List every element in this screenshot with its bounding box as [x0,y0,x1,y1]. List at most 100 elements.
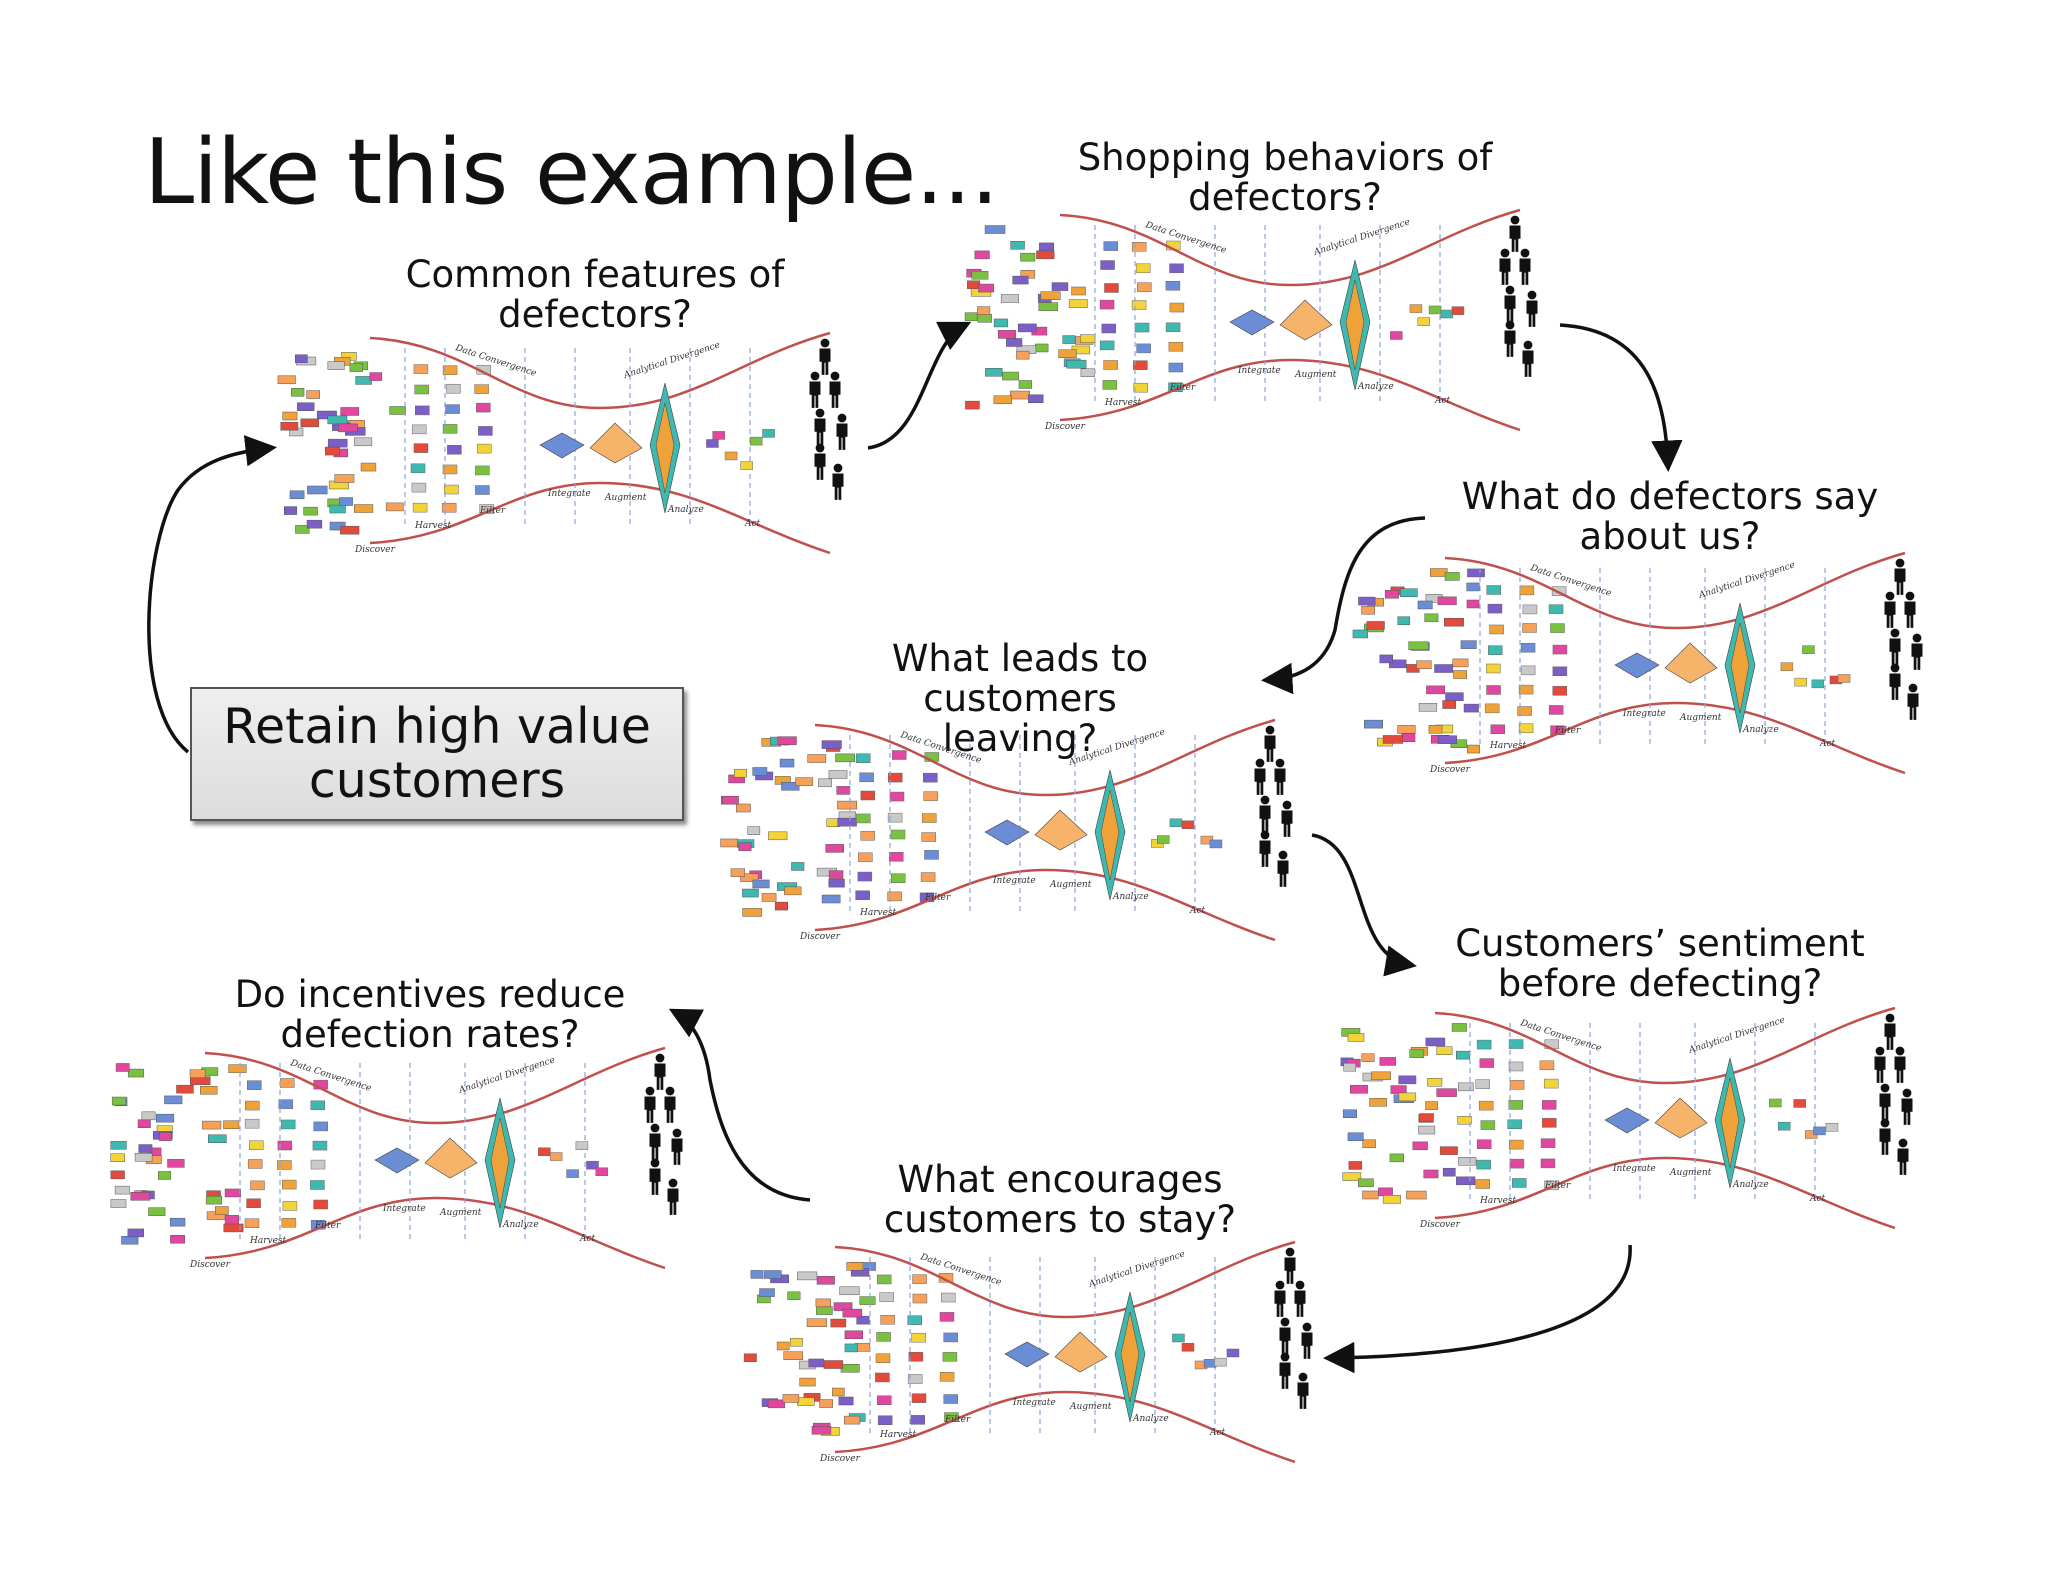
data-block [1548,604,1564,614]
data-block [1379,654,1394,664]
data-block [280,421,299,431]
data-block [1017,323,1037,333]
data-block [1418,1125,1436,1135]
label-harvest: Harvest [879,1430,917,1440]
question-encourages-stay: What encourages customers to stay? [883,1158,1237,1241]
data-block [1010,241,1025,250]
act-block [1181,1343,1195,1352]
data-block [1458,1157,1477,1166]
data-block [281,1217,297,1228]
data-block [774,901,789,911]
label-integrate: Integrate [1237,366,1281,376]
question-customers-leaving: What leads to customers leaving? [891,637,1149,760]
data-block [880,1314,895,1325]
arrow-3-to-4 [1261,516,1426,695]
data-block [170,1234,186,1244]
act-block [1837,674,1851,683]
data-block [277,1140,293,1151]
data-block [821,740,842,749]
data-block [1484,703,1500,714]
data-block [857,871,873,882]
data-block [974,250,990,260]
data-block [875,1353,891,1363]
data-block [859,1296,876,1305]
integrated-cube [539,432,585,459]
data-block [777,736,797,745]
data-block [835,753,855,763]
label-act: Act [1809,1194,1826,1204]
data-block [442,424,458,434]
data-block [856,813,871,824]
data-block [1437,596,1457,606]
data-block [781,782,800,791]
data-block [1036,250,1055,260]
data-block [1358,596,1376,606]
label-discover: Discover [354,545,396,555]
label-augment: Augment [439,1208,482,1218]
augment-pyramid [1279,299,1333,341]
data-block [907,1374,923,1384]
data-block [1358,1178,1374,1188]
data-block [248,1140,264,1151]
label-discover: Discover [1419,1220,1461,1230]
integrated-cube [1604,1107,1650,1134]
funnel-bottom-edge [1444,701,1906,775]
funnel-bottom-edge [834,1390,1296,1464]
funnel-bottom-edge [1434,1156,1896,1230]
act-block [1813,1126,1826,1136]
data-block [1475,1079,1490,1089]
label-act: Act [1209,1428,1226,1438]
data-block [1165,322,1181,333]
data-block [1406,1190,1427,1200]
data-block [736,803,751,813]
data-block [411,424,427,435]
data-block [1102,380,1118,390]
data-block [476,402,491,413]
data-block [289,490,305,500]
data-block [340,525,360,535]
data-block [1480,1120,1496,1130]
data-block [1137,282,1152,292]
data-block [1051,282,1069,291]
data-block [1006,338,1023,347]
act-block [1811,679,1825,689]
act-block [1802,645,1815,654]
data-block [1347,1033,1365,1042]
data-block [943,1332,958,1343]
data-block [250,1180,265,1191]
label-integrate: Integrate [547,489,591,499]
act-block [1793,1099,1806,1108]
data-block [761,893,777,902]
data-block [912,1274,927,1284]
data-block [1040,291,1061,300]
data-block [924,850,939,860]
data-block [1361,605,1375,615]
data-block [1398,1092,1417,1102]
data-block [939,1372,955,1382]
data-block [223,1223,244,1233]
data-block [385,502,404,512]
label-augment: Augment [1679,713,1722,723]
data-block [742,908,763,917]
data-block [316,410,337,420]
data-block [795,777,814,786]
data-block [340,407,360,416]
data-block [306,519,323,529]
augment-pyramid [1034,809,1088,851]
data-block [1457,1115,1472,1125]
data-block [1000,294,1019,303]
act-block [595,1167,609,1177]
data-block [844,1330,863,1339]
act-block [1769,1098,1782,1108]
data-block [148,1207,166,1216]
data-block [1425,1101,1438,1110]
data-block [889,791,905,802]
data-block [1133,382,1149,393]
data-block [879,1292,894,1302]
data-block [312,1140,328,1151]
data-block [1548,705,1564,715]
data-block [1131,300,1147,310]
act-block [1825,1123,1839,1132]
